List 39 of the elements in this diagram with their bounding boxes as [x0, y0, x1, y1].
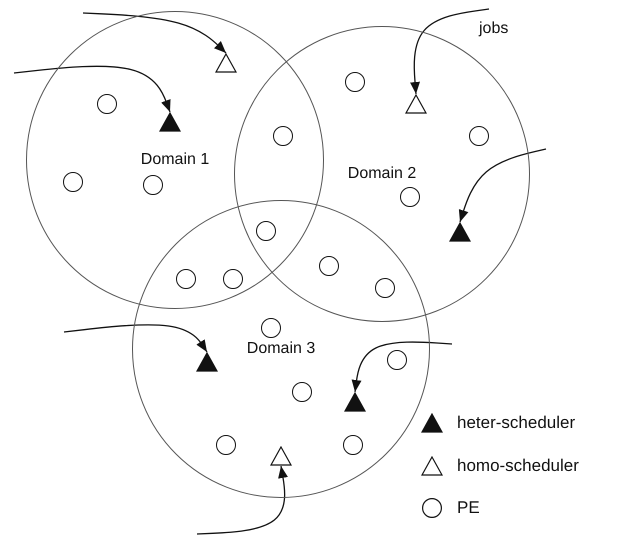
small-circle: [387, 350, 407, 370]
arrow: [410, 8, 490, 94]
small-circle: [343, 435, 363, 455]
small-circle: [375, 278, 395, 298]
arrow: [352, 341, 452, 392]
domain-label: Domain 1: [140, 151, 210, 169]
annotation-label: jobs: [479, 20, 508, 38]
legend-label: PE: [457, 499, 480, 517]
small-circle: [216, 435, 236, 455]
small-circle: [400, 187, 420, 207]
triangle: [215, 53, 237, 73]
filled-triangle: [344, 392, 366, 412]
triangle: [270, 446, 292, 466]
small-circle: [319, 256, 339, 276]
arrow: [458, 148, 546, 222]
small-circle: [256, 221, 276, 241]
arrow: [196, 466, 288, 535]
filled-triangle: [159, 112, 181, 132]
small-circle: [261, 318, 281, 338]
domain-label: Domain 2: [348, 165, 416, 183]
legend-label: homo-scheduler: [457, 456, 579, 474]
small-circle: [143, 175, 163, 195]
small-circle: [469, 126, 489, 146]
small-circle: [223, 269, 243, 289]
arrow: [14, 66, 171, 112]
legend-label: heter-scheduler: [457, 414, 576, 432]
small-circle: [176, 269, 196, 289]
small-circle: [97, 94, 117, 114]
domain-label: Domain 3: [246, 340, 316, 358]
arrow: [64, 324, 208, 352]
small-circle: [63, 172, 83, 192]
filled-triangle: [449, 222, 471, 242]
small-circle: [292, 382, 312, 402]
small-circle: [345, 72, 365, 92]
arrow: [82, 12, 226, 54]
small-circle: [273, 126, 293, 146]
filled-triangle: [196, 352, 218, 372]
triangle: [405, 94, 427, 114]
domain-circle: [26, 11, 324, 309]
